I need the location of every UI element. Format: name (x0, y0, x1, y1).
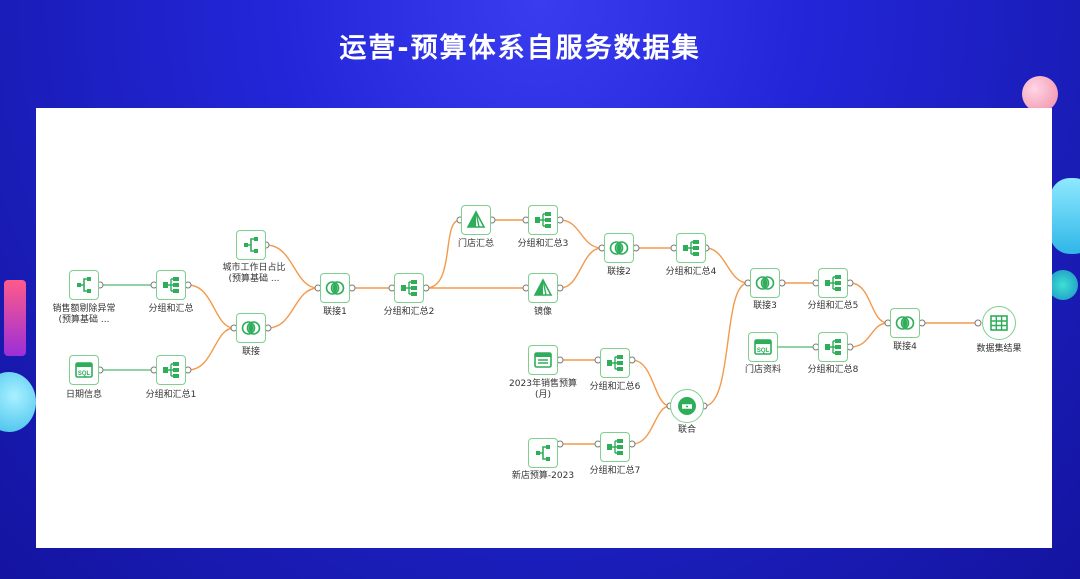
node-store-summary[interactable] (461, 205, 491, 235)
node-group4[interactable] (676, 233, 706, 263)
node-dataset-result[interactable] (982, 306, 1016, 340)
table-icon (533, 350, 553, 370)
node-label: 镜像 (533, 307, 552, 317)
group-summary-icon (605, 353, 625, 373)
decor-bar-pink (4, 280, 26, 356)
port (974, 319, 982, 327)
pyramid-icon (533, 278, 553, 298)
node-label: 联接2 (607, 267, 631, 277)
edge (631, 405, 671, 445)
node-label: 2023年销售预算(月) (509, 379, 577, 400)
edge (849, 322, 889, 348)
edge (267, 287, 319, 329)
node-label: 联接3 (753, 301, 777, 311)
node-label: 分组和汇总2 (383, 307, 435, 317)
join-icon (241, 318, 261, 338)
group-summary-icon (823, 273, 843, 293)
node-sales-exception[interactable] (69, 270, 99, 300)
node-label: 分组和汇总7 (589, 466, 641, 476)
union-icon (676, 395, 698, 417)
node-group2[interactable] (394, 273, 424, 303)
decor-bubble-cyan-right (1050, 178, 1080, 254)
join-icon (609, 238, 629, 258)
node-group[interactable] (156, 270, 186, 300)
node-label: 城市工作日占比(预算基础 ... (222, 263, 286, 284)
edge (849, 282, 889, 324)
node-mirror[interactable] (528, 273, 558, 303)
edge (631, 359, 671, 407)
group-summary-icon (605, 437, 625, 457)
group-summary-icon (823, 337, 843, 357)
flow-canvas: SQL (36, 108, 1052, 548)
node-label: 分组和汇总 (148, 304, 194, 314)
group-summary-icon (533, 210, 553, 230)
decor-bubble-pink (1022, 76, 1058, 112)
group-summary-icon (161, 275, 181, 295)
node-label: 联合 (677, 425, 696, 435)
edge (187, 327, 235, 371)
join-icon (325, 278, 345, 298)
node-join[interactable] (236, 313, 266, 343)
branch-icon (533, 443, 553, 463)
group-summary-icon (161, 360, 181, 380)
node-store-info[interactable] (748, 332, 778, 362)
node-group7[interactable] (600, 432, 630, 462)
node-label: 分组和汇总3 (517, 239, 569, 249)
node-join2[interactable] (604, 233, 634, 263)
pyramid-icon (466, 210, 486, 230)
node-join4[interactable] (890, 308, 920, 338)
node-label: 分组和汇总8 (807, 365, 859, 375)
sql-table-icon (753, 337, 773, 357)
group-summary-icon (399, 278, 419, 298)
node-union[interactable] (670, 389, 704, 423)
node-group1[interactable] (156, 355, 186, 385)
node-group5[interactable] (818, 268, 848, 298)
node-label: 门店汇总 (457, 239, 494, 249)
edge (705, 247, 749, 284)
branch-icon (241, 235, 261, 255)
node-label: 联接4 (893, 342, 917, 352)
node-join3[interactable] (750, 268, 780, 298)
node-label: 联接1 (323, 307, 347, 317)
node-date-info[interactable] (69, 355, 99, 385)
node-label: 联接 (241, 347, 260, 357)
node-label: 分组和汇总4 (665, 267, 717, 277)
node-label: 数据集结果 (976, 344, 1022, 354)
node-label: 分组和汇总6 (589, 382, 641, 392)
node-group6[interactable] (600, 348, 630, 378)
edge (559, 219, 603, 249)
join-icon (755, 273, 775, 293)
decor-bubble-teal (1048, 270, 1078, 300)
join-icon (895, 313, 915, 333)
node-city-workday[interactable] (236, 230, 266, 260)
grid-table-icon (988, 312, 1010, 334)
node-label: 日期信息 (65, 390, 102, 400)
branch-icon (74, 275, 94, 295)
node-new-store[interactable] (528, 438, 558, 468)
node-budget-2023[interactable] (528, 345, 558, 375)
node-group8[interactable] (818, 332, 848, 362)
node-label: 新店预算-2023 (511, 471, 575, 481)
node-label: 分组和汇总5 (807, 301, 859, 311)
group-summary-icon (681, 238, 701, 258)
edge (187, 284, 235, 329)
sql-table-icon (74, 360, 94, 380)
node-group3[interactable] (528, 205, 558, 235)
node-join1[interactable] (320, 273, 350, 303)
node-label: 分组和汇总1 (145, 390, 197, 400)
edge (703, 282, 749, 407)
edge (425, 219, 461, 289)
node-label: 门店资料 (744, 365, 781, 375)
edge (265, 244, 319, 289)
decor-bubble-cyan-left (0, 372, 36, 432)
edge (559, 247, 603, 289)
node-label: 销售额剔除异常(预算基础 ... (52, 304, 116, 325)
page-title: 运营-预算体系自服务数据集 (339, 33, 701, 64)
